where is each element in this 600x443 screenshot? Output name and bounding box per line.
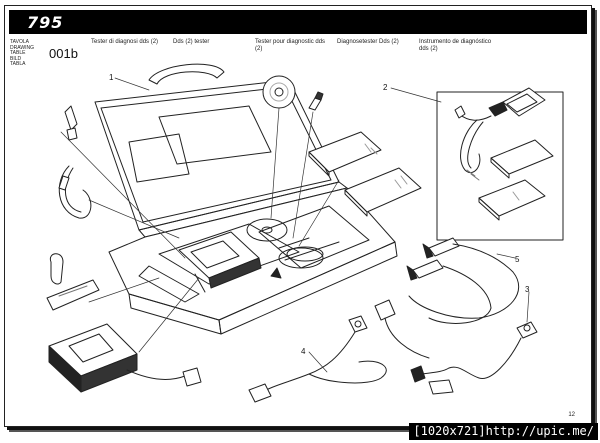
callout-5: 5 (515, 255, 520, 264)
usb-cable-coil (58, 165, 92, 219)
inset-box-2 (436, 87, 564, 241)
callout-3: 3 (525, 285, 530, 294)
table-label: TABLA (10, 61, 26, 67)
description-italian: Tester di diagnosi dds (2) (91, 39, 173, 46)
diagnostic-cable-4 (248, 299, 430, 403)
snap-hook (49, 253, 64, 285)
cd-in-case (246, 218, 288, 242)
table-label: TABLE (10, 50, 26, 56)
usb-key (308, 91, 324, 111)
catalog-page: 795 TAVOLA DRAWING TABLE BILD TABLA 001b… (4, 5, 592, 427)
diagnostic-cable-3 (410, 321, 538, 395)
description-line: Diagnosetester Dds (2) (337, 39, 399, 45)
model-title: 795 (27, 13, 64, 32)
small-connector-plug (64, 105, 78, 141)
description-english: Dds (2) tester (173, 39, 255, 46)
callout-leaders (60, 77, 530, 373)
callout-1: 1 (109, 73, 114, 82)
description-line: Instrumento de diagnóstico (419, 39, 492, 45)
manuals-stack (308, 131, 422, 217)
cd-disc (262, 75, 296, 109)
description-line: (2) (255, 46, 263, 52)
exploded-view-illustration: 1 2 3 4 5 (46, 63, 564, 403)
description-french: Tester pour diagnostic dds (2) (255, 39, 337, 53)
callout-2: 2 (383, 83, 388, 92)
header-bar: 795 (9, 10, 587, 34)
description-line: dds (2) (419, 46, 438, 52)
battery-clamp-cable (406, 237, 519, 324)
description-spanish: Instrumento de diagnóstico dds (2) (419, 39, 501, 53)
page-number: 12 (568, 412, 575, 418)
table-labels: TAVOLA DRAWING TABLE BILD TABLA (10, 39, 34, 68)
tester-in-case (178, 231, 262, 293)
description-german: Diagnosetester Dds (2) (337, 39, 419, 46)
table-label: BILD (10, 55, 22, 62)
diagnostic-tester-unit (48, 323, 202, 393)
callout-4: 4 (301, 347, 306, 356)
coiled-cables-in-case (270, 237, 340, 279)
watermark: [1020x721]http://upic.me/ (409, 423, 598, 440)
description-line: Dds (2) tester (173, 39, 210, 45)
table-label: DRAWING (10, 44, 34, 51)
table-code: 001b (49, 46, 78, 61)
description-line: Tester pour diagnostic dds (255, 39, 326, 45)
table-label: TAVOLA (10, 39, 29, 45)
carry-case (94, 63, 398, 335)
strap (46, 279, 100, 311)
description-line: Tester di diagnosi dds (2) (91, 39, 159, 45)
